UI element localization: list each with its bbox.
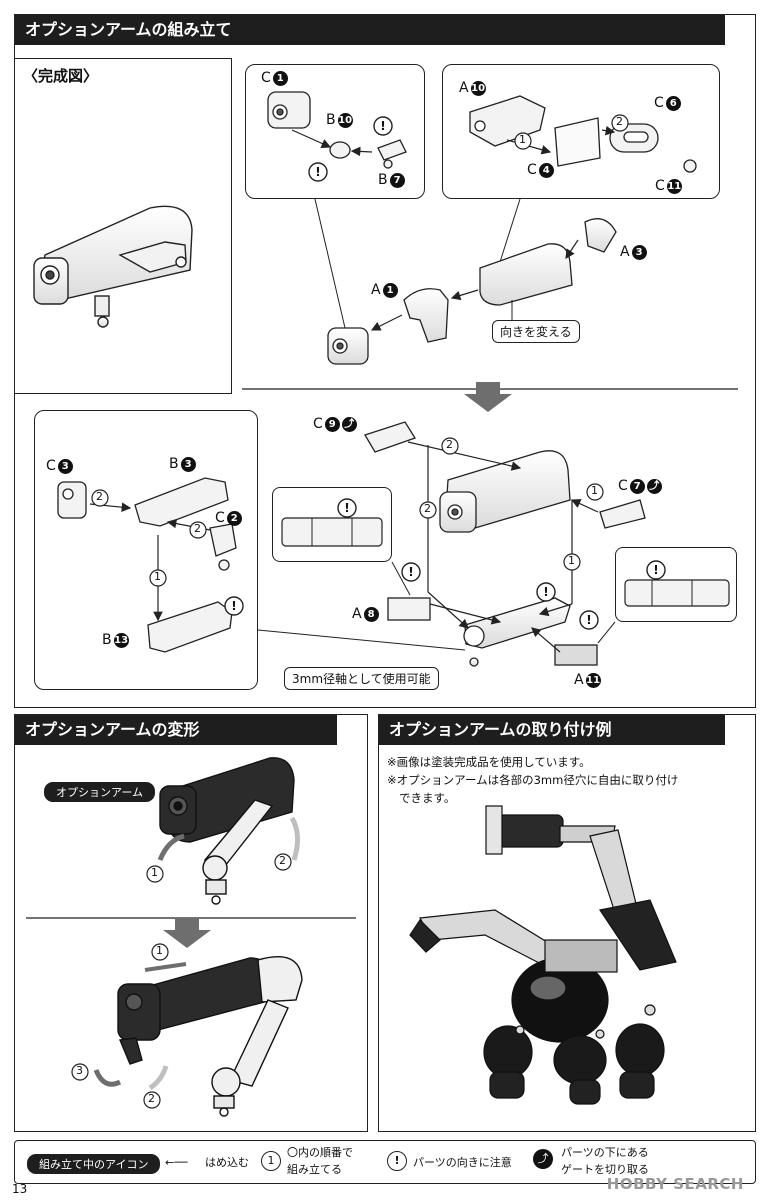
transform-step-1b: 1 <box>156 944 163 957</box>
legend-title: 組み立て中のアイコン <box>27 1154 161 1174</box>
gate-icon: ⤴ <box>646 478 662 494</box>
step-1-d: 1 <box>568 554 575 567</box>
transform-step-2a: 2 <box>279 854 286 867</box>
gate-icon: ⤴ <box>341 416 357 432</box>
axis-label: 3mm径軸として使用可能 <box>284 667 439 690</box>
legend-direction: パーツの向きに注意 <box>413 1156 512 1169</box>
legend-order-2: 組み立てる <box>287 1163 342 1176</box>
header-tab <box>337 715 367 745</box>
fit-in-arrow-icon: ←── <box>165 1156 188 1169</box>
order-circle-icon: 1 <box>261 1151 281 1171</box>
mounting-header: オプションアームの取り付け例 <box>379 715 755 745</box>
step-2-a: 2 <box>616 115 623 128</box>
mounting-note-3: できます。 <box>399 791 456 805</box>
header-tab <box>725 715 755 745</box>
step-2-e: 2 <box>424 502 431 515</box>
svg-text:!: ! <box>344 501 349 515</box>
svg-text:!: ! <box>543 585 548 599</box>
assembly-title: オプションアームの組み立て <box>25 20 232 39</box>
svg-text:!: ! <box>408 565 413 579</box>
header-tab <box>725 15 755 45</box>
assembly-drawings: !! !! !! !! <box>33 91 738 667</box>
legend-gate-1: パーツの下にある <box>561 1146 649 1159</box>
arm-label: オプションアーム <box>44 782 156 802</box>
svg-text:!: ! <box>380 119 385 133</box>
mounting-note-2: ※オプションアームは各部の3mm径穴に自由に取り付け <box>387 773 679 787</box>
assembly-header: オプションアームの組み立て <box>15 15 755 45</box>
svg-text:!: ! <box>653 563 658 577</box>
transform-panel: オプションアームの変形 <box>14 714 368 1132</box>
page-number: 13 <box>12 1182 28 1196</box>
legend-gate-2: ゲートを切り取る <box>561 1163 649 1176</box>
step-2-c: 2 <box>194 522 201 535</box>
transform-title: オプションアームの変形 <box>25 720 200 739</box>
transform-step-3: 3 <box>76 1064 83 1077</box>
completed-arm-drawing <box>33 205 193 328</box>
step-1-a: 1 <box>519 133 526 146</box>
svg-text:!: ! <box>231 599 236 613</box>
caution-icon: ! <box>387 1151 407 1171</box>
svg-text:!: ! <box>586 613 591 627</box>
legend-order-1: 〇内の順番で <box>287 1146 353 1159</box>
step-1-b: 1 <box>154 570 161 583</box>
icon-legend: 組み立て中のアイコン ←── はめ込む 1 〇内の順番で 組み立てる ! パーツ… <box>14 1140 756 1184</box>
step-2-b: 2 <box>96 490 103 503</box>
legend-fit-in: はめ込む <box>205 1156 249 1169</box>
mounting-note-1: ※画像は塗装完成品を使用しています。 <box>387 755 591 769</box>
step-1-c: 1 <box>591 484 598 497</box>
mounting-panel: オプションアームの取り付け例 ※画像は塗装完成品を使用しています。 ※オプション… <box>378 714 756 1132</box>
watermark: HOBBY SEARCH <box>606 1175 744 1193</box>
gate-cut-icon: ⤴ <box>533 1149 553 1169</box>
completed-label: 〈完成図〉 <box>23 67 99 85</box>
transform-header: オプションアームの変形 <box>15 715 367 745</box>
svg-text:!: ! <box>315 165 320 179</box>
step-2-d: 2 <box>446 438 453 451</box>
transform-step-1a: 1 <box>151 866 158 879</box>
mounting-title: オプションアームの取り付け例 <box>389 720 612 739</box>
transform-step-2b: 2 <box>148 1092 155 1105</box>
change-direction-label: 向きを変える <box>492 320 580 343</box>
